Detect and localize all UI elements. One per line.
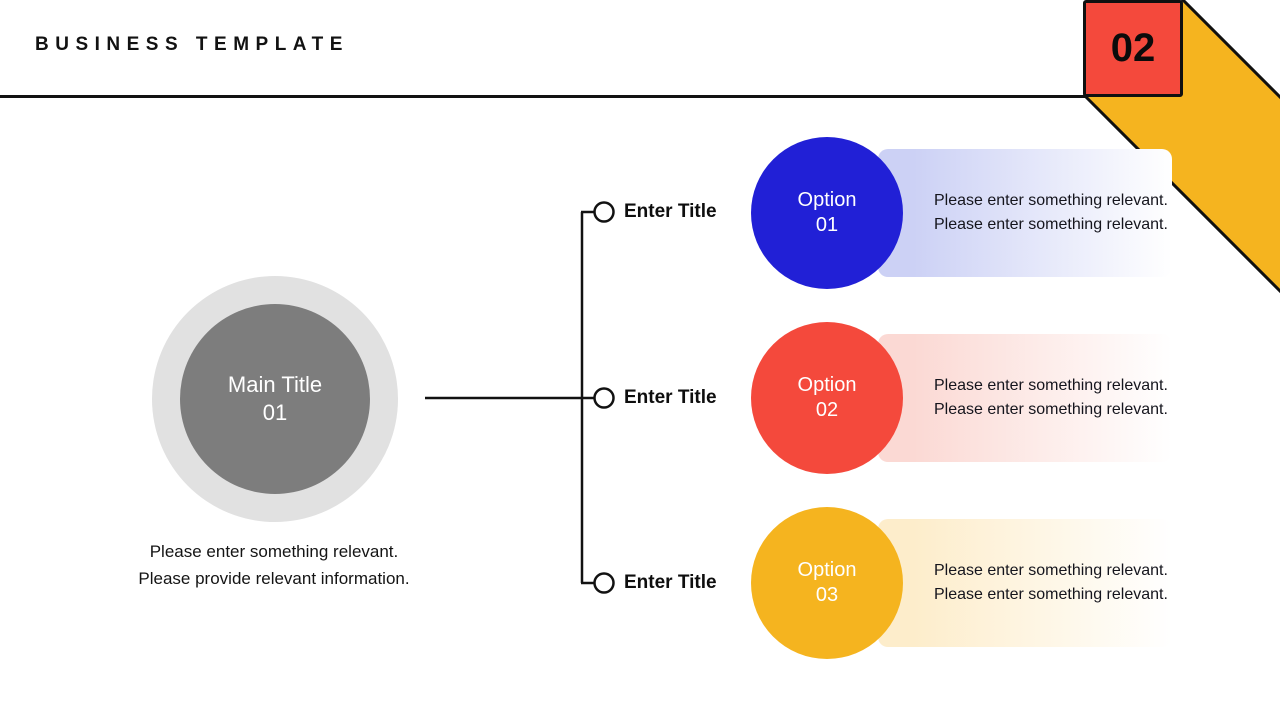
branch-label-2: Enter Title (624, 387, 717, 408)
option-circle-2: Option 02 (751, 322, 903, 474)
slide-title: BUSINESS TEMPLATE (35, 34, 349, 55)
branch-node-icon (593, 387, 615, 409)
option-1-desc-line2: Please enter something relevant. (934, 216, 1168, 233)
branch-node-icon (593, 201, 615, 223)
option-3-desc-line2: Please enter something relevant. (934, 586, 1168, 603)
option-pill-1 (878, 149, 1172, 277)
ribbon-edge-bottom (1083, 94, 1280, 294)
page-number: 02 (1110, 26, 1156, 70)
ribbon-edge-top (1180, 0, 1280, 100)
option-2-desc-line1: Please enter something relevant. (934, 377, 1168, 394)
option-2-desc-line2: Please enter something relevant. (934, 401, 1168, 418)
option-1-label-line2: 01 (815, 214, 839, 236)
option-1-desc-line1: Please enter something relevant. (934, 192, 1168, 209)
branch-label-3: Enter Title (624, 572, 717, 593)
main-caption-line1: Please enter something relevant. (149, 542, 399, 561)
option-pill-3 (878, 519, 1172, 647)
option-1-label-line1: Option (797, 189, 857, 211)
option-circle-1: Option 01 (751, 137, 903, 289)
main-title-circle: Main Title 01 (180, 304, 370, 494)
header-divider (0, 95, 1280, 98)
option-desc-1: Please enter something relevant. Please … (934, 189, 1194, 237)
main-caption: Please enter something relevant. Please … (74, 538, 474, 592)
option-2-label-line1: Option (797, 374, 857, 396)
option-desc-3: Please enter something relevant. Please … (934, 559, 1194, 607)
main-caption-line2: Please provide relevant information. (138, 569, 410, 588)
option-3-label-line2: 03 (815, 584, 839, 606)
option-3-desc-line1: Please enter something relevant. (934, 562, 1168, 579)
option-pill-2 (878, 334, 1172, 462)
branch-label-1: Enter Title (624, 201, 717, 222)
main-title-line1: Main Title (227, 372, 323, 397)
branch-node-icon (593, 572, 615, 594)
option-2-label-line2: 02 (815, 399, 839, 421)
option-desc-2: Please enter something relevant. Please … (934, 374, 1194, 422)
page-number-badge: 02 (1083, 0, 1183, 97)
main-title-line2: 01 (262, 400, 288, 425)
option-circle-3: Option 03 (751, 507, 903, 659)
option-3-label-line1: Option (797, 559, 857, 581)
